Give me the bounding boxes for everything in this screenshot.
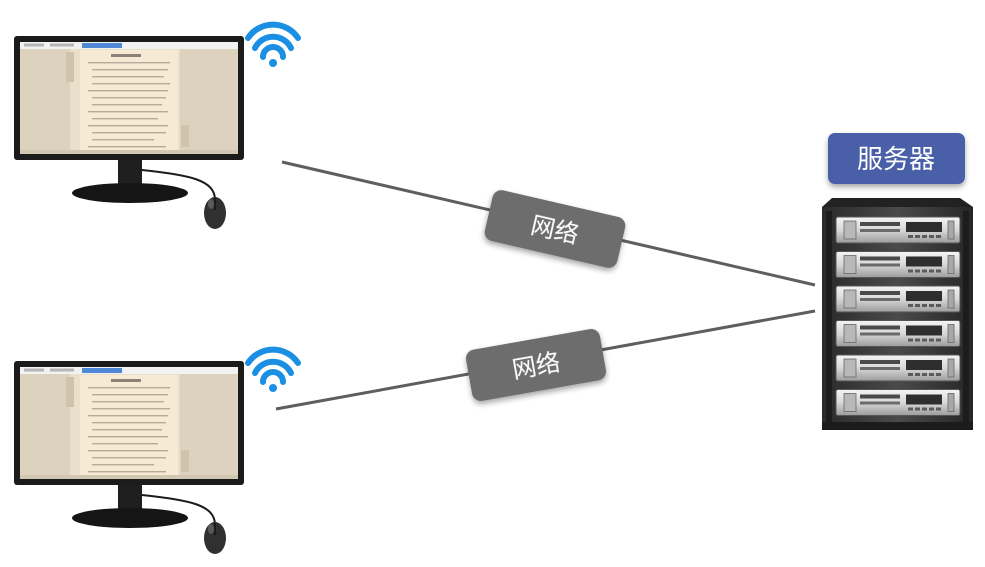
server-label: 服务器 — [857, 145, 935, 175]
network-tag-bottom: 网络 — [465, 329, 607, 401]
server-rack-icon — [822, 198, 973, 430]
client-computer-bottom — [14, 350, 298, 554]
network-tag-top: 网络 — [484, 190, 626, 268]
server-unit — [835, 285, 961, 313]
server-label-box: 服务器 — [828, 133, 965, 184]
server-unit — [835, 320, 961, 347]
server-unit — [835, 354, 961, 382]
server-unit — [835, 251, 961, 278]
server-unit — [835, 389, 961, 416]
client-computer-top — [14, 25, 298, 229]
server-unit — [835, 216, 961, 244]
